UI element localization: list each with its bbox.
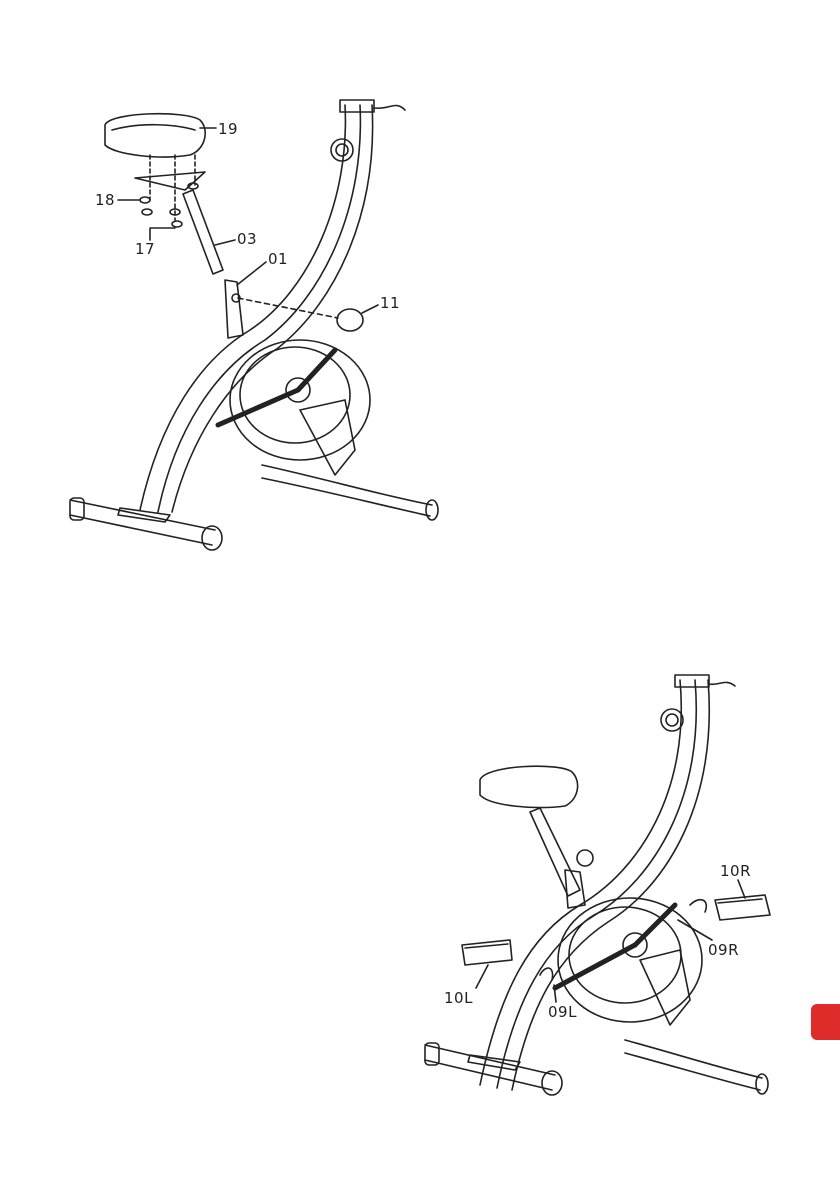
label-part-10L: 10L <box>444 989 473 1007</box>
section-tab-marker <box>811 1004 840 1040</box>
label-part-11: 11 <box>380 294 400 312</box>
lower-bike-illustration <box>425 675 770 1095</box>
label-part-10R: 10R <box>720 862 751 880</box>
label-part-03: 03 <box>237 230 257 248</box>
label-part-09R: 09R <box>708 941 739 959</box>
label-part-19: 19 <box>218 120 238 138</box>
label-part-18: 18 <box>95 191 115 209</box>
label-part-17: 17 <box>135 240 155 258</box>
upper-bike-illustration <box>70 100 438 550</box>
label-part-01: 01 <box>268 250 288 268</box>
label-part-09L: 09L <box>548 1003 577 1021</box>
